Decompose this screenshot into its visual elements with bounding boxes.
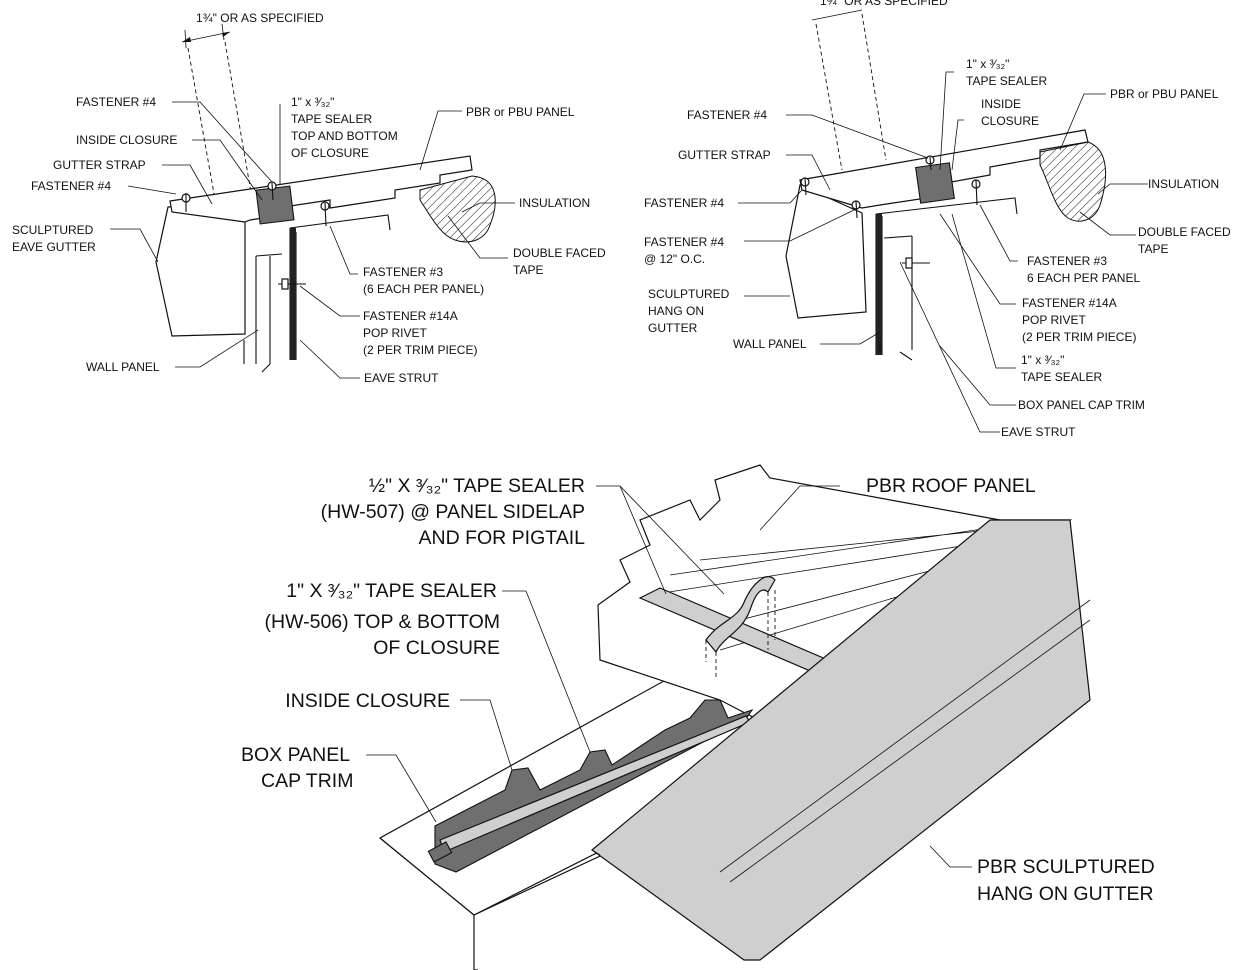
left-tape-label-1: DOUBLE FACED <box>513 246 606 260</box>
right-fastener3-label-2: 6 EACH PER PANEL <box>1027 271 1140 285</box>
iso-roof-panel-label: PBR ROOF PANEL <box>866 475 1036 497</box>
right-fastener4-mid-label: FASTENER #4 <box>644 196 724 210</box>
right-insulation <box>1039 141 1107 222</box>
left-roof-panel <box>169 155 473 223</box>
right-hang-on-gutter <box>785 184 867 319</box>
left-fastener4-top-label: FASTENER #4 <box>76 95 156 109</box>
left-pbr-panel-label: PBR or PBU PANEL <box>466 105 575 119</box>
iso-closure-tape-label-2: (HW-506) TOP & BOTTOM <box>265 611 501 633</box>
left-wall-panel-label: WALL PANEL <box>86 360 160 374</box>
right-pbr-panel-label: PBR or PBU PANEL <box>1110 87 1219 101</box>
left-tape-sealer-label-1: 1" x ³⁄₃₂" <box>291 95 334 109</box>
right-wall-panel-label: WALL PANEL <box>733 337 807 351</box>
right-eave-detail: 1¾" OR AS SPECIFIED 1" x ³⁄₃₂" TAPE SEAL… <box>644 0 1231 439</box>
iso-closure-tape-label-3: OF CLOSURE <box>373 637 500 659</box>
iso-inside-closure-label: INSIDE CLOSURE <box>285 690 450 712</box>
left-fastener14a-label-3: (2 PER TRIM PIECE) <box>363 343 477 357</box>
right-fastener14a-label-1: FASTENER #14A <box>1022 296 1117 310</box>
left-tape-sealer-label-3: TOP AND BOTTOM <box>291 129 398 143</box>
right-wall-panel <box>879 342 913 361</box>
right-gutter-label-2: HANG ON <box>648 304 704 318</box>
left-eave-strut-label: EAVE STRUT <box>364 371 439 385</box>
right-eave-strut-label: EAVE STRUT <box>1001 425 1076 439</box>
right-box-panel-trim <box>875 197 1018 355</box>
left-wall-panel <box>243 253 283 373</box>
left-insulation <box>419 175 496 243</box>
left-tape-sealer-label-2: TAPE SEALER <box>291 112 372 126</box>
right-tape-sealer-top-label-2: TAPE SEALER <box>966 74 1047 88</box>
right-inside-closure-label-2: CLOSURE <box>981 114 1039 128</box>
right-gutter-label-3: GUTTER <box>648 321 698 335</box>
iso-leaders <box>366 485 972 868</box>
right-insulation-label: INSULATION <box>1148 177 1219 191</box>
left-dimension <box>181 23 253 206</box>
right-dimension-label: 1¾" OR AS SPECIFIED <box>820 0 948 8</box>
right-fastener3-label-1: FASTENER #3 <box>1027 254 1107 268</box>
left-fastener4-left-label: FASTENER #4 <box>31 179 111 193</box>
right-inside-closure <box>915 162 955 204</box>
left-fastener3-label-1: FASTENER #3 <box>363 265 443 279</box>
iso-sidelap-label-2: (HW-507) @ PANEL SIDELAP <box>321 501 585 523</box>
iso-sidelap-label-3: AND FOR PIGTAIL <box>419 527 586 549</box>
right-fastener14a-label-2: POP RIVET <box>1022 313 1086 327</box>
iso-gutter-label-2: HANG ON GUTTER <box>977 883 1154 905</box>
left-gutter-label-2: EAVE GUTTER <box>12 240 96 254</box>
right-leaders <box>738 71 1148 433</box>
left-inside-closure <box>255 185 295 225</box>
right-tape-sealer-top-label-1: 1" x ³⁄₃₂" <box>966 57 1009 71</box>
right-box-trim-label: BOX PANEL CAP TRIM <box>1018 398 1145 412</box>
left-eave-gutter <box>155 200 246 337</box>
left-fastener3-label-2: (6 EACH PER PANEL) <box>363 282 484 296</box>
right-gutter-label-1: SCULPTURED <box>648 287 730 301</box>
right-tape-sealer-bot-label-2: TAPE SEALER <box>1021 370 1102 384</box>
iso-closure-tape-label-1: 1" X ³⁄₃₂" TAPE SEALER <box>286 580 497 602</box>
right-fasteners <box>800 155 981 269</box>
left-gutter-label-1: SCULPTURED <box>12 223 94 237</box>
left-dimension-label: 1¾" OR AS SPECIFIED <box>196 11 324 25</box>
iso-gutter <box>591 519 1091 961</box>
iso-box-trim-label-2: CAP TRIM <box>261 770 353 792</box>
right-inside-closure-label-1: INSIDE <box>981 97 1021 111</box>
left-leaders <box>110 101 515 379</box>
iso-sidelap-label-1: ½" X ³⁄₃₂" TAPE SEALER <box>369 475 585 497</box>
right-dimension <box>811 9 887 171</box>
left-tape-sealer-label-4: OF CLOSURE <box>291 146 369 160</box>
right-tape-label-1: DOUBLE FACED <box>1138 225 1231 239</box>
isometric-detail: ½" X ³⁄₃₂" TAPE SEALER (HW-507) @ PANEL … <box>241 464 1155 970</box>
left-insulation-label: INSULATION <box>519 196 590 210</box>
left-inside-closure-label: INSIDE CLOSURE <box>76 133 177 147</box>
right-tape-label-2: TAPE <box>1138 242 1168 256</box>
left-tape-label-2: TAPE <box>513 263 543 277</box>
right-fastener4-top-label: FASTENER #4 <box>687 108 767 122</box>
left-fastener14a-label-2: POP RIVET <box>363 326 427 340</box>
iso-gutter-label-1: PBR SCULPTURED <box>977 856 1155 878</box>
right-fastener4-oc-label-1: FASTENER #4 <box>644 235 724 249</box>
left-gutter-strap-label: GUTTER STRAP <box>53 158 146 172</box>
right-fastener4-oc-label-2: @ 12" O.C. <box>644 252 705 266</box>
iso-box-trim-label-1: BOX PANEL <box>241 744 350 766</box>
right-fastener14a-label-3: (2 PER TRIM PIECE) <box>1022 330 1136 344</box>
left-fastener14a-label-1: FASTENER #14A <box>363 309 458 323</box>
right-tape-sealer-bot-label-1: 1" x ³⁄₃₂" <box>1021 353 1064 367</box>
left-eave-detail: 1¾" OR AS SPECIFIED FASTENER #4 1" x ³⁄₃… <box>12 11 606 385</box>
right-gutter-strap-label: GUTTER STRAP <box>678 148 771 162</box>
